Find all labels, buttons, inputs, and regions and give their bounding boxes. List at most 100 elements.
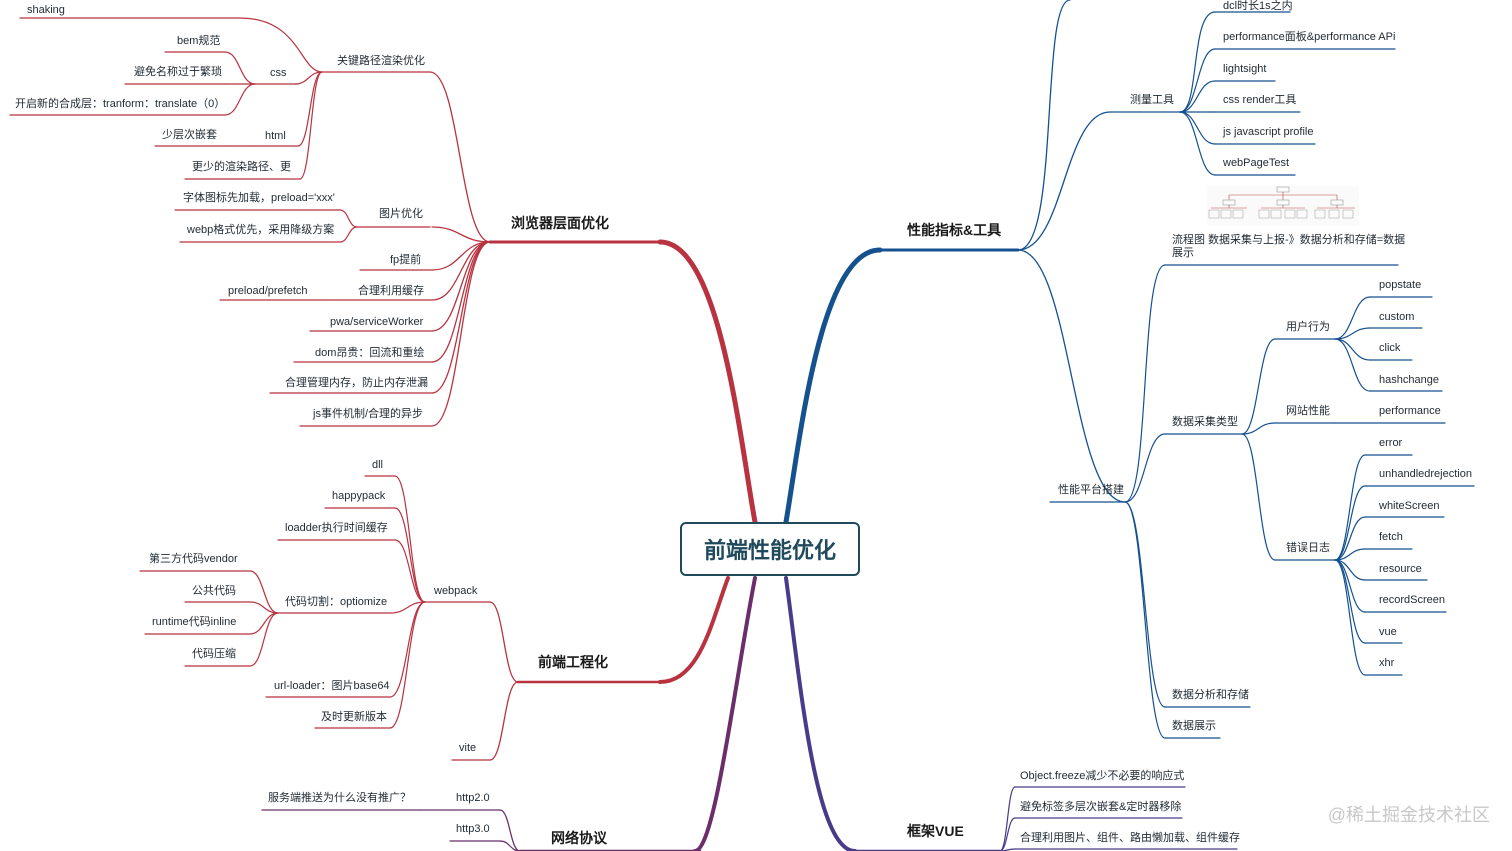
node-collect-types[interactable]: 数据采集类型 (1172, 416, 1238, 428)
watermark: @稀土掘金技术社区 (1327, 805, 1490, 825)
node-object-freeze[interactable]: Object.freeze减少不必要的响应式 (1020, 770, 1185, 782)
node-css-render[interactable]: css render工具 (1223, 94, 1297, 106)
node-js-profile[interactable]: js javascript profile (1223, 126, 1314, 138)
node-analysis[interactable]: 数据分析和存储 (1172, 689, 1249, 701)
node-compress[interactable]: 代码压缩 (192, 648, 236, 660)
node-runtime[interactable]: runtime代码inline (152, 616, 237, 628)
node-avoid-nesting[interactable]: 避免标签多层次嵌套&定时器移除 (1020, 801, 1182, 813)
node-http3[interactable]: http3.0 (456, 823, 490, 835)
connector (1124, 433, 1166, 503)
node-fp[interactable]: fp提前 (390, 254, 422, 266)
node-server-push[interactable]: 服务端推送为什么没有推广？ (268, 792, 411, 804)
node-whitescreen[interactable]: whiteScreen (1379, 500, 1440, 512)
node-shorter-path[interactable]: 更少的渲染路径、更 (192, 161, 291, 173)
connector (394, 507, 426, 603)
connector (299, 71, 323, 180)
node-vue-error[interactable]: vue (1379, 626, 1397, 638)
node-memory[interactable]: 合理管理内存，防止内存泄漏 (285, 377, 428, 389)
connector (1334, 454, 1366, 561)
node-bem[interactable]: bem规范 (177, 35, 221, 47)
node-vite[interactable]: vite (459, 742, 477, 754)
node-recordscreen[interactable]: recordScreen (1379, 594, 1446, 606)
node-html[interactable]: html (265, 130, 286, 142)
node-custom[interactable]: custom (1379, 311, 1415, 323)
connector (1179, 48, 1216, 113)
node-webpagetest[interactable]: webPageTest (1223, 157, 1290, 169)
node-image-opt[interactable]: 图片优化 (379, 208, 423, 220)
node-pwa[interactable]: pwa/serviceWorker (330, 316, 424, 328)
connector (658, 576, 730, 684)
flowchart-thumbnail[interactable] (1207, 186, 1359, 226)
node-xhr[interactable]: xhr (1379, 657, 1395, 669)
node-error-log[interactable]: 错误日志 (1286, 542, 1330, 554)
branch-browser[interactable]: 浏览器层面优化 (511, 215, 609, 231)
connector (1334, 559, 1366, 676)
connector (1334, 516, 1366, 561)
node-error[interactable]: error (1379, 437, 1403, 449)
connector (783, 247, 883, 525)
connector (1241, 338, 1276, 435)
node-flow-line2[interactable]: 展示 (1172, 247, 1194, 259)
node-site-perf[interactable]: 网站性能 (1286, 405, 1330, 417)
connector (431, 241, 491, 363)
branch-vue[interactable]: 框架VUE (907, 823, 964, 839)
connector (339, 226, 358, 243)
root-node[interactable]: 前端性能优化 (680, 522, 860, 576)
node-url-loader[interactable]: url-loader：图片base64 (274, 680, 390, 692)
connector (1334, 548, 1366, 561)
node-perf-panel[interactable]: performance面板&performance APi (1223, 31, 1396, 43)
connector (657, 239, 758, 525)
connector (1334, 559, 1366, 613)
connector (389, 601, 426, 698)
node-dll[interactable]: dll (372, 459, 384, 471)
node-vendor[interactable]: 第三方代码vendor (149, 553, 238, 565)
node-webp[interactable]: webp格式优先，采用降级方案 (187, 224, 335, 236)
node-loader-cache[interactable]: loadder执行时间缓存 (285, 522, 388, 534)
connector (394, 475, 426, 603)
branch-engineering[interactable]: 前端工程化 (538, 654, 608, 670)
node-code-split[interactable]: 代码切割：optiomize (285, 596, 388, 608)
connector (1124, 264, 1166, 503)
node-fetch[interactable]: fetch (1379, 531, 1403, 543)
node-measure-tools[interactable]: 测量工具 (1130, 94, 1174, 106)
node-preload[interactable]: preload/prefetch (228, 285, 308, 297)
connector (1241, 422, 1276, 435)
node-cache[interactable]: 合理利用缓存 (358, 285, 424, 297)
node-webpack[interactable]: webpack (434, 585, 478, 597)
node-common[interactable]: 公共代码 (192, 585, 236, 597)
node-click[interactable]: click (1379, 342, 1401, 354)
branch-network[interactable]: 网络协议 (551, 830, 607, 846)
connector (999, 817, 1016, 851)
node-composite-layer[interactable]: 开启新的合成层：tranform：translate（0） (15, 98, 226, 110)
node-critical-path[interactable]: 关键路径渲染优化 (337, 55, 425, 67)
node-js-event[interactable]: js事件机制/合理的异步 (313, 408, 423, 420)
node-user-behavior[interactable]: 用户行为 (1286, 321, 1330, 333)
node-update-version[interactable]: 及时更新版本 (321, 711, 387, 723)
node-lightsight[interactable]: lightsight (1223, 63, 1267, 75)
node-flow-line1[interactable]: 流程图 数据采集与上报-》数据分析和存储=数据 (1172, 234, 1406, 246)
node-css[interactable]: css (270, 67, 287, 79)
connector (1334, 296, 1371, 340)
branch-metrics[interactable]: 性能指标&工具 (907, 222, 1002, 238)
connector (431, 241, 491, 427)
node-hashchange[interactable]: hashchange (1379, 374, 1439, 386)
node-display[interactable]: 数据展示 (1172, 720, 1216, 732)
node-platform[interactable]: 性能平台搭建 (1058, 484, 1124, 496)
node-happypack[interactable]: happypack (332, 490, 386, 502)
node-dom[interactable]: dom昂贵：回流和重绘 (315, 347, 425, 359)
node-resource[interactable]: resource (1379, 563, 1422, 575)
node-dcl[interactable]: dcl时长1s之内 (1223, 0, 1293, 12)
node-lazy-load[interactable]: 合理利用图片、组件、路由懒加载、组件缓存 (1020, 832, 1240, 844)
node-font-icon[interactable]: 字体图标先加载，preload='xxx' (183, 192, 335, 204)
connector (389, 601, 426, 729)
node-avoid-names[interactable]: 避免名称过于繁琐 (134, 66, 222, 78)
connector (431, 241, 491, 271)
node-performance[interactable]: performance (1379, 405, 1441, 417)
connector (389, 601, 426, 614)
node-http2[interactable]: http2.0 (456, 792, 490, 804)
node-shaking[interactable]: shaking (27, 4, 65, 16)
node-popstate[interactable]: popstate (1379, 279, 1422, 291)
node-unhandledrejection[interactable]: unhandledrejection (1379, 468, 1472, 480)
node-less-nesting[interactable]: 少层次嵌套 (162, 129, 217, 141)
